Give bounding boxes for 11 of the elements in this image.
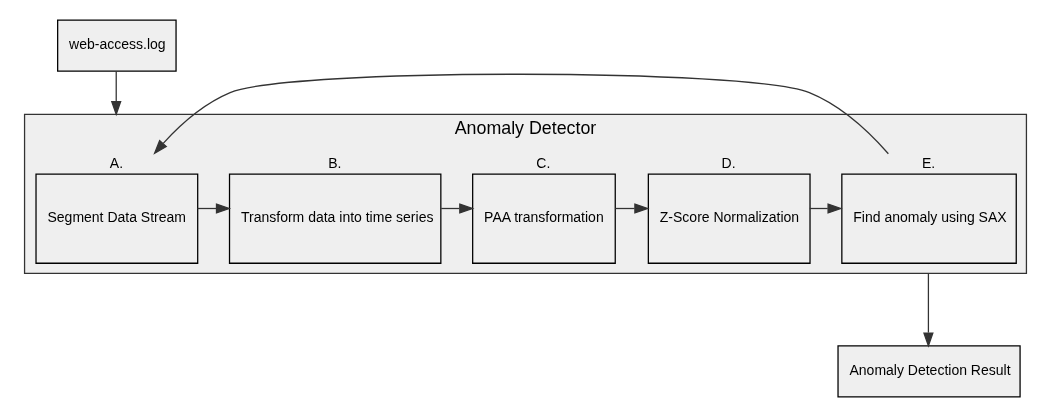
- arrow: [440, 202, 475, 214]
- arrow: [196, 202, 232, 214]
- arrow: [923, 272, 934, 348]
- node-label: B.: [328, 154, 342, 171]
- arrow: [614, 202, 650, 214]
- arrow: [153, 73, 889, 155]
- node-label: E.: [922, 154, 936, 171]
- node-label: C.: [536, 154, 551, 171]
- node-label: A.: [109, 154, 124, 171]
- arrow: [110, 70, 122, 116]
- node-label: D.: [721, 154, 736, 171]
